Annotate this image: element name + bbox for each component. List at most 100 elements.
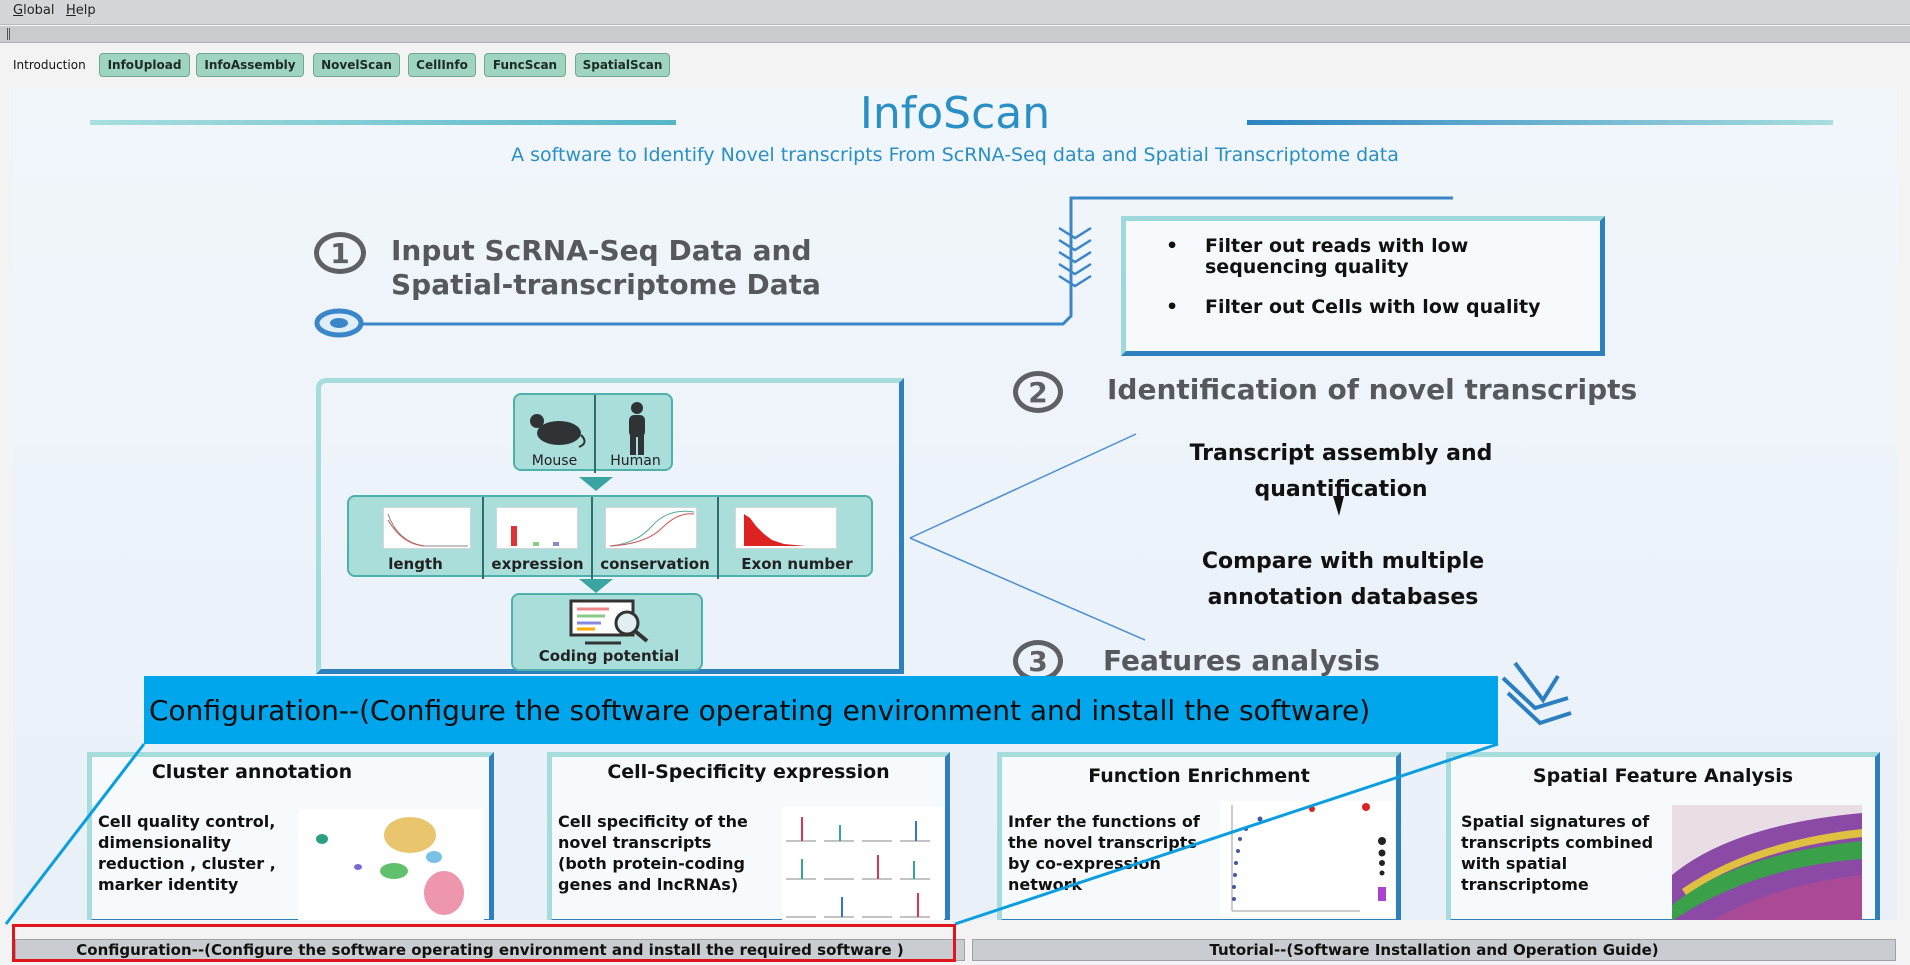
card-spatial-feature: Spatial Feature Analysis Spatial signatu… — [1446, 752, 1880, 920]
dotplot-icon — [1220, 801, 1396, 917]
umap-plot-icon — [298, 809, 484, 920]
step1-arrows-icon — [1058, 226, 1092, 288]
expression-plot-thumb — [496, 507, 578, 549]
card-function-enrichment: Function Enrichment Infer the functions … — [997, 752, 1401, 920]
human-icon — [629, 402, 645, 455]
tab-cellinfo[interactable]: CellInfo — [408, 53, 476, 77]
filter-item-2: Filter out Cells with low quality — [1205, 296, 1541, 318]
assembly-line2: quantification — [1254, 477, 1428, 502]
computer-search-icon — [569, 599, 649, 645]
species-human-label: Human — [610, 453, 661, 469]
step2-badge: 2 — [1013, 371, 1063, 413]
tab-infoassembly[interactable]: InfoAssembly — [196, 53, 304, 77]
violin-grid-icon — [782, 807, 944, 920]
card-spatial-desc-2: transcripts combined — [1461, 833, 1654, 852]
card-cell-specificity: Cell-Specificity expression Cell specifi… — [547, 752, 950, 920]
filter-bullet-1: • — [1166, 235, 1179, 257]
feature-expression-label: expression — [491, 555, 584, 573]
filter-bullet-2: • — [1166, 296, 1179, 318]
menu-bar: Global Help — [0, 0, 1910, 25]
card-cluster-desc-2: dimensionality — [98, 833, 232, 852]
card-specificity-title: Cell-Specificity expression — [607, 761, 890, 783]
step1-title-line2: Spatial-transcriptome Data — [391, 268, 821, 301]
pipeline-box: Mouse Human length — [316, 378, 904, 674]
features-box: length expression conservation Exon numb… — [347, 495, 873, 579]
features-divider-3 — [717, 497, 719, 579]
species-mouse-label: Mouse — [531, 453, 578, 469]
filter-item-1-line1: Filter out reads with low — [1205, 235, 1469, 257]
zoom-line-bottom — [909, 537, 1146, 641]
card-function-desc-1: Infer the functions of — [1008, 812, 1200, 831]
tutorial-button[interactable]: Tutorial--(Software Installation and Ope… — [972, 939, 1896, 961]
features-down-arrow-icon — [579, 579, 613, 593]
features-divider-2 — [591, 497, 593, 579]
filter-item-1-line2: sequencing quality — [1205, 256, 1409, 278]
poster-subtitle: A software to Identify Novel transcripts… — [511, 144, 1399, 166]
tab-infoupload[interactable]: InfoUpload — [99, 53, 190, 77]
feature-exon-number-label: Exon number — [741, 555, 853, 573]
card-spatial-desc-3: with spatial — [1461, 854, 1568, 873]
card-cluster-desc-4: marker identity — [98, 875, 239, 894]
poster-title: InfoScan — [859, 88, 1051, 139]
card-specificity-desc-4: genes and lncRNAs) — [558, 875, 739, 894]
toolbar-grip-icon[interactable] — [7, 28, 10, 40]
down-arrow-icon — [1333, 496, 1344, 516]
step3-arrows-icon — [1501, 661, 1572, 726]
step2-title: Identification of novel transcripts — [1107, 373, 1638, 406]
card-function-desc-2: the novel transcripts — [1008, 833, 1197, 852]
configuration-tooltip: Configuration--(Configure the software o… — [144, 676, 1498, 744]
menu-help-label: elp — [75, 3, 96, 18]
card-cluster-title: Cluster annotation — [151, 761, 353, 783]
menu-global[interactable]: Global — [13, 3, 54, 18]
step1-node-dot — [330, 318, 348, 328]
title-right-rule — [1247, 120, 1833, 125]
toolbar-strip — [0, 26, 1910, 43]
length-plot-thumb — [383, 507, 471, 549]
card-function-title: Function Enrichment — [1088, 765, 1310, 787]
spatial-tissue-icon — [1672, 805, 1862, 920]
menu-global-label: lobal — [23, 3, 55, 18]
menu-help[interactable]: Help — [66, 3, 96, 18]
step1-title-line1: Input ScRNA-Seq Data and — [391, 234, 812, 267]
assembly-line4: annotation databases — [1207, 585, 1479, 610]
card-cluster-desc-1: Cell quality control, — [98, 812, 276, 831]
species-box: Mouse Human — [513, 393, 673, 473]
zoom-line-top — [909, 433, 1137, 539]
filter-box: • Filter out reads with low sequencing q… — [1121, 216, 1605, 356]
coding-potential-label: Coding potential — [538, 647, 680, 665]
menu-help-mnemonic: H — [66, 3, 76, 18]
mouse-icon — [530, 414, 586, 448]
tab-novelscan[interactable]: NovelScan — [313, 53, 400, 77]
step3-title: Features analysis — [1103, 644, 1380, 677]
card-specificity-desc-2: novel transcripts — [558, 833, 712, 852]
coding-potential-box: Coding potential — [511, 593, 703, 671]
length-plot-icon — [387, 513, 468, 547]
conservation-plot-icon — [609, 510, 695, 547]
feature-length-label: length — [388, 555, 443, 573]
poster-connectors — [314, 196, 1572, 726]
feature-conservation-label: conservation — [600, 555, 710, 573]
title-left-rule — [90, 120, 676, 125]
card-cluster-desc-3: reduction , cluster , — [98, 854, 276, 873]
card-cluster-annotation: Cluster annotation Cell quality control,… — [87, 752, 494, 920]
exon-plot-thumb — [735, 507, 837, 549]
card-specificity-desc-3: (both protein-coding — [558, 854, 745, 873]
card-spatial-desc-4: transcriptome — [1461, 875, 1589, 894]
card-spatial-desc-1: Spatial signatures of — [1461, 812, 1650, 831]
features-divider-1 — [482, 497, 484, 579]
card-specificity-desc-1: Cell specificity of the — [558, 812, 748, 831]
menu-global-mnemonic: G — [13, 3, 24, 18]
card-spatial-title: Spatial Feature Analysis — [1532, 765, 1794, 787]
expression-plot-icon — [511, 526, 559, 546]
tab-introduction[interactable]: Introduction — [13, 58, 86, 72]
configuration-highlight — [12, 924, 956, 962]
step1-badge: 1 — [314, 232, 366, 274]
tab-spatialscan[interactable]: SpatialScan — [575, 53, 670, 77]
step1-connector — [348, 196, 1453, 326]
exon-plot-icon — [744, 514, 806, 546]
species-divider — [594, 395, 596, 473]
conservation-plot-thumb — [605, 507, 697, 549]
tab-funcscan[interactable]: FuncScan — [484, 53, 566, 77]
